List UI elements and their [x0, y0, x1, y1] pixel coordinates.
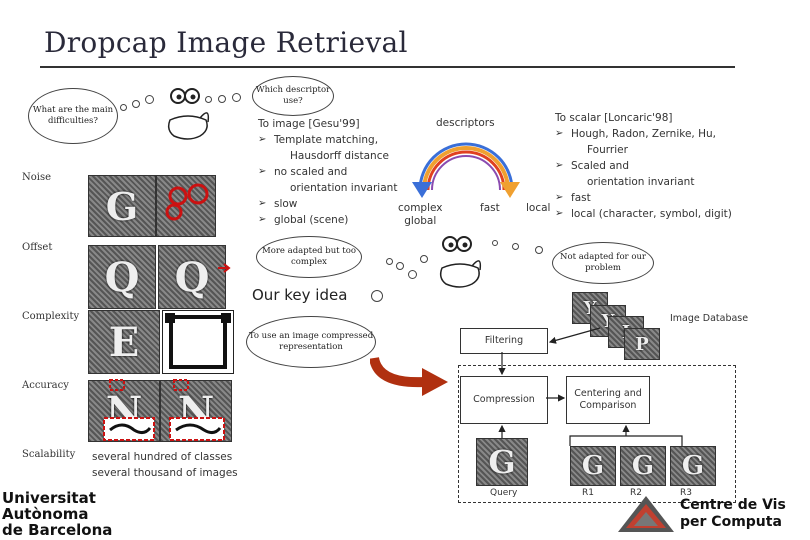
query-image: G: [476, 438, 528, 486]
pipeline-frame: [458, 365, 736, 503]
scalability-line: several thousand of images: [92, 467, 238, 479]
filtering-label: Filtering: [484, 335, 524, 346]
scalability-line: several hundred of classes: [92, 451, 233, 463]
difficulties-text: What are the main difficulties?: [32, 105, 114, 126]
list-item: Hough, Radon, Zernike, Hu,: [555, 126, 755, 142]
list-item: no scaled and: [258, 164, 428, 180]
uab-logo-line: Universitat: [2, 489, 96, 507]
difficulties-bubble: What are the main difficulties?: [28, 88, 118, 144]
list-item-cont: Hausdorff distance: [290, 150, 389, 162]
complexity-frame-image: [162, 310, 234, 374]
not-adapted-bubble: Not adapted for our problem: [552, 242, 654, 284]
not-adapted-text: Not adapted for our problem: [560, 252, 646, 273]
offset-arrow-icon: [218, 258, 232, 273]
label-offset: Offset: [22, 242, 53, 253]
arc-left-text: complex global: [398, 202, 443, 228]
thought-dot: [535, 246, 543, 254]
image-database-label: Image Database: [670, 313, 749, 324]
thought-dot: [120, 104, 127, 111]
thought-dot: [371, 290, 383, 302]
thought-dot: [396, 262, 404, 270]
arc-right-fast: fast: [480, 202, 500, 214]
thinking-figure-icon: [160, 80, 220, 150]
thought-dot: [145, 95, 154, 104]
cvc-logo: Centre de Vis per Computa: [680, 497, 786, 531]
arc-right-local: local: [526, 202, 551, 214]
compression-label: Compression: [473, 394, 535, 405]
scalability-text: several hundred of classes several thous…: [92, 449, 238, 481]
adapted-text: More adapted but too complex: [262, 246, 356, 267]
list-item: Template matching,: [258, 132, 428, 148]
thought-dot: [232, 93, 241, 102]
descriptor-question: Which descriptor use?: [255, 85, 331, 106]
descriptor-bubble: Which descriptor use?: [252, 76, 334, 116]
title-divider: [40, 66, 735, 68]
page-title: Dropcap Image Retrieval: [44, 26, 408, 59]
label-accuracy: Accuracy: [22, 380, 69, 391]
label-noise: Noise: [22, 172, 52, 183]
uab-logo-line: de Barcelona: [2, 521, 113, 539]
cvc-logo-line: per Computa: [680, 514, 782, 530]
thought-dot: [386, 258, 393, 265]
list-item-cont: orientation invariant: [290, 182, 398, 194]
cvc-logo-line: Centre de Vis: [680, 497, 786, 513]
uab-logo: Universitat Autònoma de Barcelona: [2, 490, 112, 538]
arc-left-line: global: [404, 215, 437, 227]
filtering-box: Filtering: [460, 328, 548, 354]
arc-label: descriptors: [436, 117, 495, 129]
centering-box: Centering and Comparison: [566, 376, 650, 424]
thought-dot: [420, 255, 428, 263]
key-idea-heading: Our key idea: [252, 286, 348, 304]
curved-arrow-icon: [369, 356, 452, 398]
list-item: local (character, symbol, digit): [555, 206, 755, 222]
label-scalability: Scalability: [22, 449, 76, 460]
pipeline-arrows-icon: [470, 286, 730, 451]
complexity-dropcap-image: E: [88, 310, 160, 374]
result-label: R2: [630, 488, 642, 498]
thought-dot: [132, 100, 140, 108]
adapted-bubble: More adapted but too complex: [256, 236, 362, 278]
noise-highlight-icon: [164, 182, 216, 222]
label-complexity: Complexity: [22, 311, 80, 322]
offset-dropcap-image: Q: [88, 245, 156, 309]
result-image: G: [570, 446, 616, 486]
query-label: Query: [490, 488, 518, 498]
scalar-list-heading: To scalar [Loncaric'98]: [555, 112, 673, 124]
thought-dot: [218, 95, 226, 103]
thought-dot: [205, 96, 212, 103]
centering-label: Centering and Comparison: [574, 388, 642, 411]
descriptors-arc-icon: [408, 130, 524, 202]
noise-dropcap-image: G: [88, 175, 156, 237]
cvc-logo-icon: [616, 494, 676, 534]
result-image: G: [670, 446, 716, 486]
compressed-idea-text: To use an image compressed representatio…: [248, 331, 374, 352]
compression-box: Compression: [460, 376, 548, 424]
image-descriptor-list: To image [Gesu'99] Template matching, Ha…: [258, 116, 428, 228]
list-item-cont: orientation invariant: [587, 176, 695, 188]
accuracy-highlight-icon: [100, 378, 230, 442]
list-item: fast: [555, 190, 755, 206]
arc-left-line: complex: [398, 202, 443, 214]
result-image: G: [620, 446, 666, 486]
result-label: R3: [680, 488, 692, 498]
list-item: slow: [258, 196, 428, 212]
image-list-heading: To image [Gesu'99]: [258, 118, 360, 130]
thinking-figure-icon: [432, 230, 492, 300]
scalar-descriptor-list: To scalar [Loncaric'98] Hough, Radon, Ze…: [555, 110, 755, 222]
list-item: global (scene): [258, 212, 428, 228]
uab-logo-line: Autònoma: [2, 505, 89, 523]
compressed-idea-bubble: To use an image compressed representatio…: [246, 316, 376, 368]
noise-dropcap-image: [156, 175, 216, 237]
thought-dot: [492, 240, 498, 246]
offset-dropcap-image: Q: [158, 245, 226, 309]
thought-dot: [408, 270, 417, 279]
list-item-cont: Fourrier: [587, 144, 628, 156]
list-item: Scaled and: [555, 158, 755, 174]
thought-dot: [512, 243, 519, 250]
database-image: P: [624, 328, 660, 360]
result-label: R1: [582, 488, 594, 498]
